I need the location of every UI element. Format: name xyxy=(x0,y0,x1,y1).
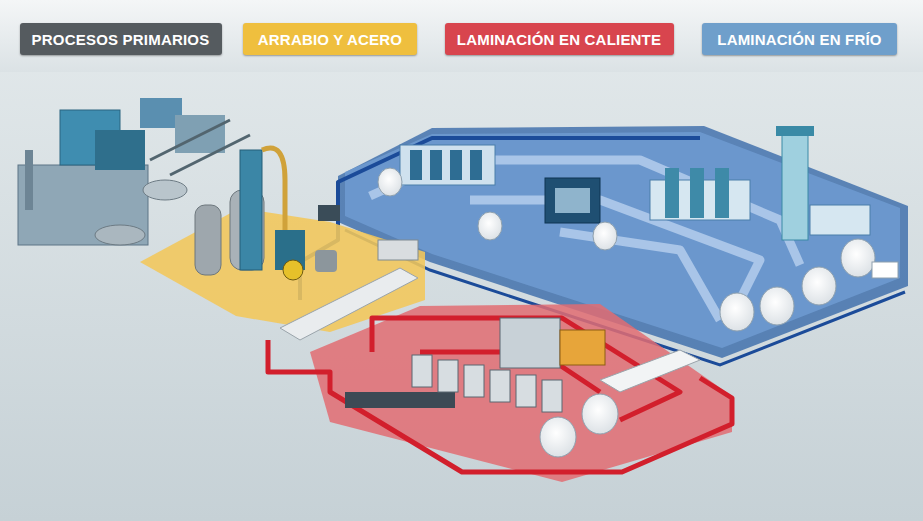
tank xyxy=(95,225,145,245)
mill-stand xyxy=(490,370,510,402)
machine xyxy=(450,150,462,180)
tab-label: LAMINACIÓN EN FRÍO xyxy=(717,31,881,48)
machine xyxy=(430,150,442,180)
hot-strip xyxy=(560,330,605,365)
steel-coil xyxy=(593,222,617,250)
ladle xyxy=(283,260,303,280)
sinter-plant xyxy=(95,130,145,170)
steel-coil xyxy=(841,239,875,277)
plate-line xyxy=(600,350,700,392)
red-pipe xyxy=(268,318,732,472)
iron-steel-area xyxy=(140,148,425,332)
tab-label: ARRABIO Y ACERO xyxy=(258,31,402,48)
reheating-line xyxy=(345,392,455,408)
machine xyxy=(470,150,482,180)
roughing-mill xyxy=(500,318,560,368)
steel-coil xyxy=(378,168,402,196)
chimney xyxy=(25,150,33,210)
steel-coil xyxy=(802,267,836,305)
mill-stand xyxy=(464,365,484,397)
tab-label: LAMINACIÓN EN CALIENTE xyxy=(457,31,661,48)
galvanizing-tower xyxy=(782,130,808,240)
coke-plant xyxy=(18,165,148,245)
machine xyxy=(715,168,729,218)
blast-furnace xyxy=(195,205,221,275)
ladle-crane xyxy=(318,205,340,221)
pickling-line xyxy=(400,145,495,185)
primary-processes-area xyxy=(18,98,250,245)
mill-stand xyxy=(438,360,458,392)
header-tab: LAMINACIÓN EN FRÍO xyxy=(702,23,897,55)
header-band xyxy=(0,0,923,72)
header-tab: LAMINACIÓN EN CALIENTE xyxy=(445,23,674,55)
header-tab: ARRABIO Y ACERO xyxy=(243,23,417,55)
stockpile xyxy=(143,180,187,200)
finishing-line xyxy=(810,205,870,235)
cold-mill xyxy=(545,178,600,223)
steel-coil xyxy=(540,417,576,457)
steel-coil xyxy=(582,394,618,434)
steel-coil xyxy=(720,293,754,331)
furnace-duct xyxy=(262,148,285,240)
hot-rolling-area xyxy=(268,304,732,482)
machine xyxy=(665,168,679,218)
mill-stand xyxy=(412,355,432,387)
mill-stand xyxy=(542,380,562,412)
ladle xyxy=(315,250,337,272)
steel-coil xyxy=(478,212,502,240)
conveyor xyxy=(150,120,250,175)
steel-coil xyxy=(760,287,794,325)
machine xyxy=(690,168,704,218)
galvanizing-tower xyxy=(776,126,814,136)
machine xyxy=(410,150,422,180)
header-tab: PROCESOS PRIMARIOS xyxy=(20,23,222,55)
tab-label: PROCESOS PRIMARIOS xyxy=(32,31,210,48)
furnace-tower xyxy=(240,150,262,270)
steel-sheet-stack xyxy=(872,262,898,278)
cold-mill xyxy=(555,188,590,213)
tundish xyxy=(378,240,418,260)
mill-stand xyxy=(516,375,536,407)
